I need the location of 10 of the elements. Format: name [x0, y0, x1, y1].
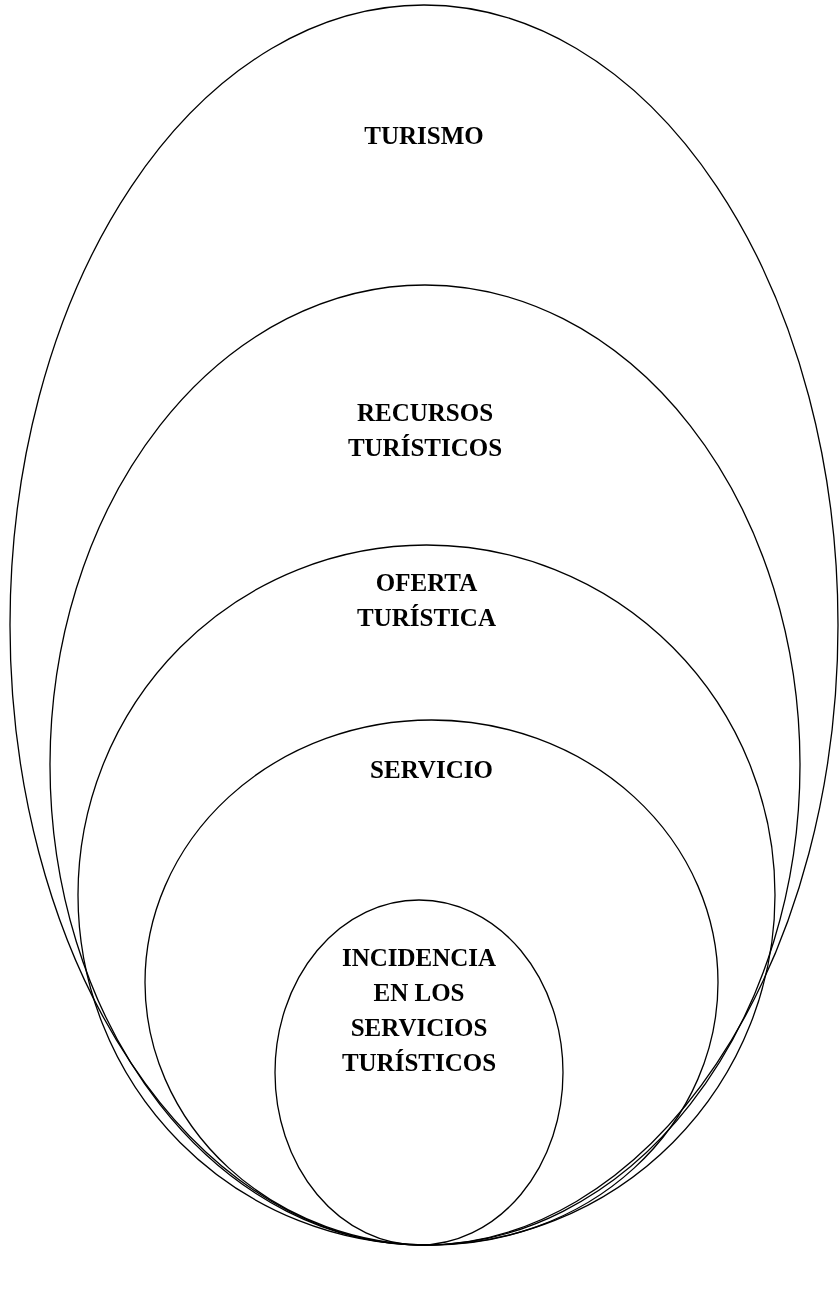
- nested-ellipse: [145, 720, 718, 1245]
- node-label: INCIDENCIA EN LOS SERVICIOS TURÍSTICOS: [340, 943, 498, 1078]
- node-label: RECURSOS TURÍSTICOS: [346, 398, 504, 463]
- nested-ellipse: [10, 5, 838, 1245]
- nested-ellipse: [50, 285, 800, 1245]
- node-label: SERVICIO: [369, 755, 494, 785]
- nested-ellipse: [78, 545, 775, 1245]
- node-label: TURISMO: [363, 121, 485, 151]
- node-label: OFERTA TURÍSTICA: [356, 568, 497, 633]
- nested-ellipse: [275, 900, 563, 1245]
